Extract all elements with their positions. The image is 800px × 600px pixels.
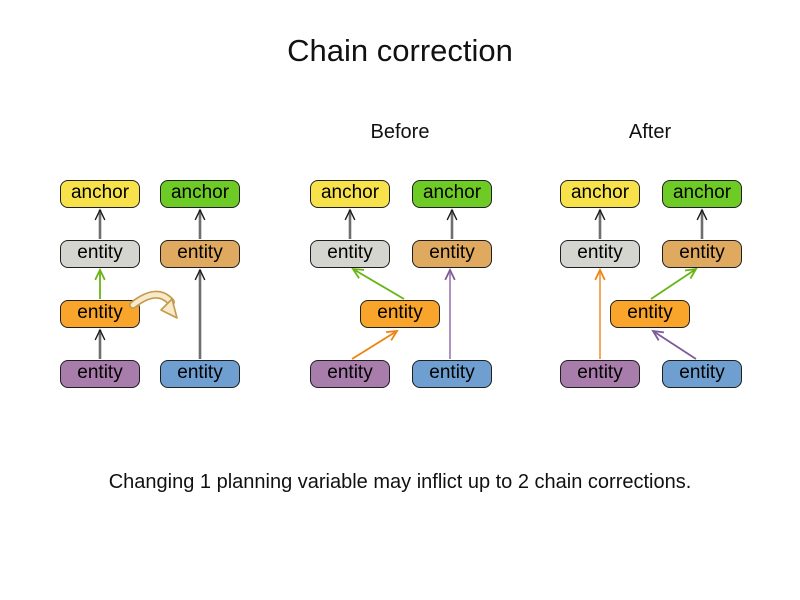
arrow-initial-purple-to-orange [94, 328, 106, 359]
arrow-after-gray-to-yellow [594, 208, 606, 239]
after-entity-purple: entity [560, 360, 640, 388]
initial-entity-gray: entity [60, 240, 140, 268]
after-label: After [628, 121, 672, 143]
after-entity-gray: entity [560, 240, 640, 268]
arrow-before-blue-to-tan [444, 267, 456, 359]
arrow-after-tan-to-green [696, 208, 708, 239]
arrow-initial-tan-to-green [194, 208, 206, 239]
before-entity-purple: entity [310, 360, 390, 388]
arrow-after-purple-to-gray [594, 267, 606, 359]
caption-text: Changing 1 planning variable may inflict… [108, 471, 692, 493]
before-entity-orange: entity [360, 300, 440, 328]
page-title: Chain correction [287, 33, 513, 68]
arrow-before-purple-to-orange [351, 329, 399, 360]
arrow-initial-gray-to-yellow [94, 208, 106, 239]
before-label: Before [370, 121, 430, 143]
arrow-before-orange-to-gray [351, 267, 405, 300]
initial-entity-orange: entity [60, 300, 140, 328]
arrow-initial-blue-to-tan [194, 268, 206, 359]
arrow-before-tan-to-green [446, 208, 458, 239]
before-anchor-green: anchor [412, 180, 492, 208]
initial-entity-blue: entity [160, 360, 240, 388]
after-entity-tan: entity [662, 240, 742, 268]
arrow-after-orange-to-tan [650, 267, 698, 300]
initial-entity-purple: entity [60, 360, 140, 388]
before-entity-blue: entity [412, 360, 492, 388]
initial-entity-tan: entity [160, 240, 240, 268]
before-entity-gray: entity [310, 240, 390, 268]
initial-anchor-yellow: anchor [60, 180, 140, 208]
before-entity-tan: entity [412, 240, 492, 268]
after-entity-blue: entity [662, 360, 742, 388]
after-entity-orange: entity [610, 300, 690, 328]
arrow-before-gray-to-yellow [344, 208, 356, 239]
arrow-initial-orange-to-gray [94, 267, 106, 299]
initial-anchor-green: anchor [160, 180, 240, 208]
after-anchor-yellow: anchor [560, 180, 640, 208]
after-anchor-green: anchor [662, 180, 742, 208]
before-anchor-yellow: anchor [310, 180, 390, 208]
arrow-after-blue-to-orange [651, 329, 697, 360]
